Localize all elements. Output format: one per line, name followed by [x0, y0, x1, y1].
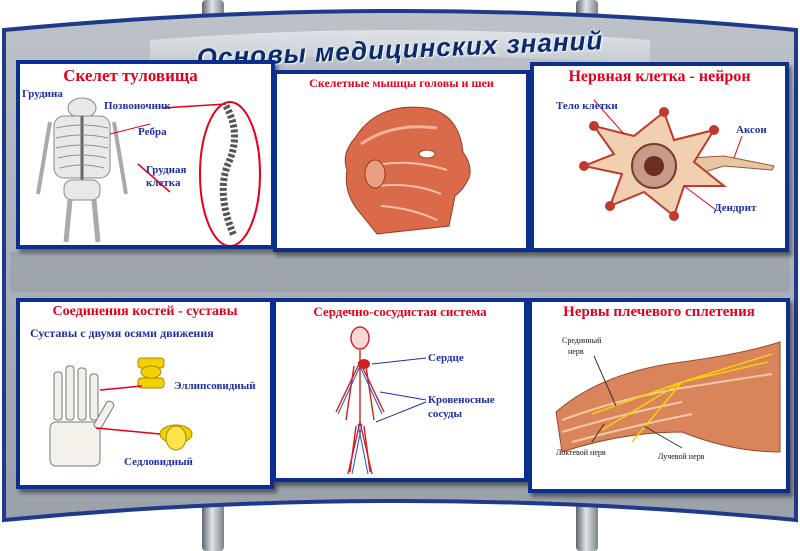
label-ulnar-nerve: Локтевой нерв — [556, 448, 606, 457]
panel-title: Скелетные мышцы головы и шеи — [309, 76, 494, 90]
label-vessels-1: Кровеносные — [428, 394, 495, 406]
label-saddle: Седловидный — [124, 456, 193, 468]
brachial-plexus-illustration — [555, 341, 781, 453]
label-dendrite: Дендрит — [714, 202, 757, 214]
panel-skeleton: Скелет туловища Грудина Позвоночник Ребр… — [16, 60, 275, 249]
label-heart: Сердце — [428, 352, 464, 364]
label-sternum: Грудина — [22, 88, 63, 100]
panel-head-muscles: Скелетные мышцы головы и шеи — [273, 70, 530, 252]
panel-title: Сердечно-сосудистая система — [313, 304, 487, 319]
panel-joints: Соединения костей - суставы Суставы с дв… — [16, 298, 274, 489]
label-cell-body: Тело клетки — [556, 100, 618, 112]
label-ellipsoid: Эллипсовидный — [174, 380, 256, 392]
label-axon: Аксон — [736, 124, 767, 136]
cardiovascular-illustration — [335, 326, 427, 475]
neuron-illustration — [579, 99, 775, 221]
panel-subtitle: Суставы с двумя осями движения — [30, 326, 214, 340]
head-muscles-illustration — [344, 106, 471, 235]
panel-title: Нервная клетка - нейрон — [568, 68, 751, 85]
label-median-nerve-2: нерв — [568, 347, 584, 356]
label-spine: Позвоночник — [104, 100, 171, 112]
label-median-nerve-1: Срединный — [562, 336, 602, 345]
panel-cardiovascular: Сердечно-сосудистая система Сердце Крове… — [272, 298, 528, 482]
label-ribs: Ребра — [138, 126, 167, 138]
panel-brachial-plexus: Нервы плечевого сплетения Срединный нерв… — [528, 298, 790, 493]
panel-title: Скелет туловища — [63, 66, 198, 85]
label-radial-nerve: Лучевой нерв — [658, 452, 705, 461]
label-vessels-2: сосуды — [428, 408, 463, 420]
skeleton-illustration — [36, 97, 261, 245]
panel-title: Соединения костей - суставы — [52, 304, 238, 319]
label-chest-2: клетка — [146, 177, 181, 189]
panel-title: Нервы плечевого сплетения — [563, 304, 755, 320]
label-chest-1: Грудная — [146, 164, 187, 176]
panel-neuron: Нервная клетка - нейрон Тело клетки Аксо… — [530, 62, 789, 252]
joints-illustration — [49, 357, 193, 467]
